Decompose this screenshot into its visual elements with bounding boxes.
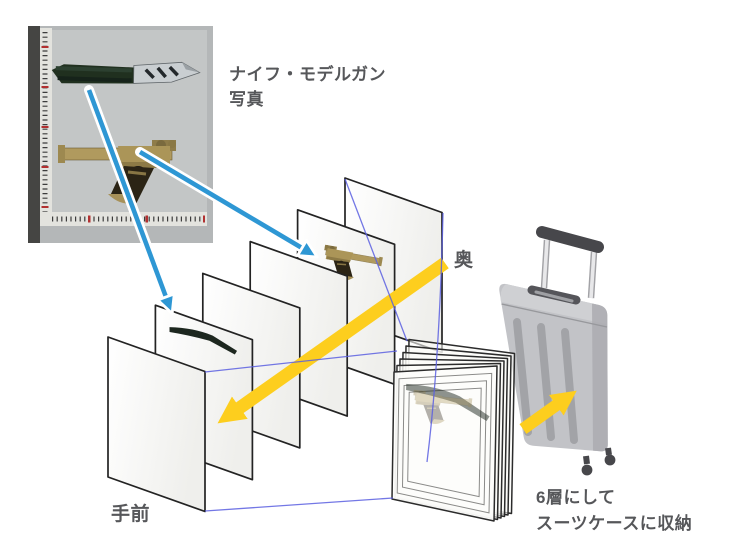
suitcase-caption-line2: スーツケースに収納 — [536, 514, 693, 533]
photo-dark-strip — [28, 26, 40, 243]
compression-guide-lines — [204, 178, 444, 512]
suitcase-handle-bar — [536, 226, 604, 253]
arrow-knife-to-sheet — [84, 85, 176, 315]
photo-caption-line1: ナイフ・モデルガン — [229, 65, 386, 84]
sheet-panel-1-front — [107, 336, 206, 513]
suitcase-caption-line1: 6層にして — [536, 488, 616, 507]
depth-label-front: 手前 — [111, 504, 151, 525]
photo-caption: ナイフ・モデルガン 写真 — [229, 62, 386, 112]
guide-back-left — [344, 178, 408, 342]
layered-sheets — [107, 177, 443, 513]
arrow-stack-to-suitcase — [519, 390, 577, 434]
arrow-gun-to-sheet — [135, 147, 319, 259]
suitcase-grooves — [513, 318, 578, 444]
guide-back-right — [426, 212, 444, 463]
arrow-depth-direction — [217, 257, 449, 424]
six-layer-stack — [391, 338, 516, 522]
evidence-photo — [28, 26, 213, 243]
suitcase-icon — [499, 226, 616, 476]
suitcase-lid — [500, 284, 607, 324]
suitcase-caption: 6層にして スーツケースに収納 — [536, 485, 692, 537]
depth-label-back: 奥 — [454, 250, 474, 271]
suitcase-wheel — [604, 454, 616, 466]
horizontal-ruler — [40, 212, 207, 226]
photo-caption-line2: 写真 — [229, 90, 264, 109]
guide-bottom-front — [204, 497, 394, 512]
guide-top-front — [204, 350, 398, 373]
suitcase-wheel — [581, 464, 593, 476]
suitcase-seam — [501, 303, 608, 328]
